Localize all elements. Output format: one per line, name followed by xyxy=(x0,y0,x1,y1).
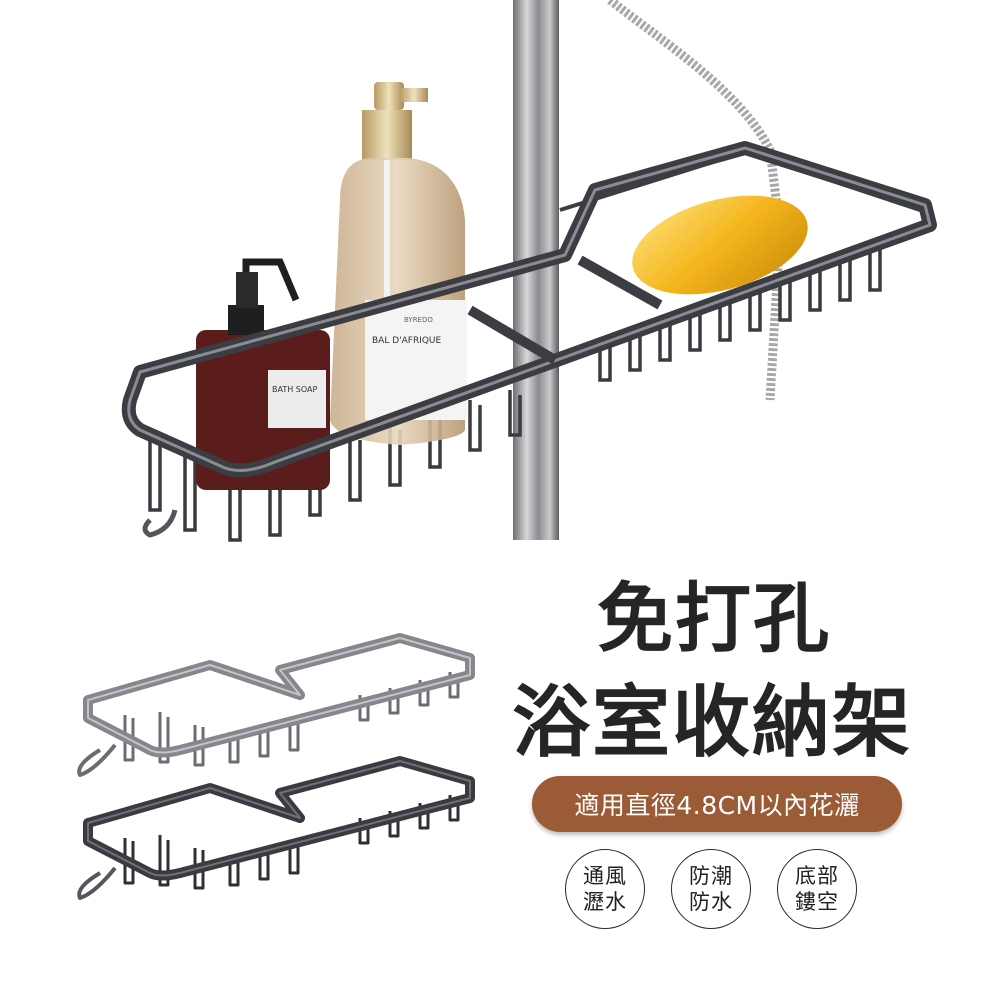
headline-line-1: 免打孔 xyxy=(597,574,831,663)
feature-badge-line1: 防潮 xyxy=(689,864,733,888)
feature-badge-line2: 瀝水 xyxy=(583,890,627,914)
feature-badge-waterproof: 防潮 防水 xyxy=(671,849,751,929)
svg-text:BATH SOAP: BATH SOAP xyxy=(272,385,317,394)
shower-rack-illustration: BATH SOAP BYREDO BAL D'AFRIQUE xyxy=(121,0,937,542)
product-variants xyxy=(60,600,490,900)
headline-line-2: 浴室收納架 xyxy=(512,678,913,768)
feature-badge-line2: 防水 xyxy=(689,890,733,914)
rack-variants-illustration xyxy=(77,633,475,900)
feature-badge-ventilation: 通風 瀝水 xyxy=(565,849,645,929)
feature-badge-line2: 鏤空 xyxy=(795,890,839,914)
feature-badge-hollow-bottom: 底部 鏤空 xyxy=(777,849,857,929)
product-scene: BATH SOAP BYREDO BAL D'AFRIQUE xyxy=(121,0,937,542)
rack-variant-black xyxy=(77,756,475,900)
spec-pill-text: 適用直徑4.8CM以內花灑 xyxy=(574,791,860,820)
feature-badge-line1: 底部 xyxy=(795,864,839,888)
spec-pill: 適用直徑4.8CM以內花灑 xyxy=(532,776,902,832)
lotion-pump-bottle: BYREDO BAL D'AFRIQUE xyxy=(330,82,467,445)
svg-text:BYREDO: BYREDO xyxy=(404,316,433,324)
rack-variant-gray xyxy=(77,633,475,777)
svg-text:BAL D'AFRIQUE: BAL D'AFRIQUE xyxy=(372,336,442,346)
soap-bar xyxy=(632,195,808,295)
feature-badge-line1: 通風 xyxy=(583,864,627,888)
